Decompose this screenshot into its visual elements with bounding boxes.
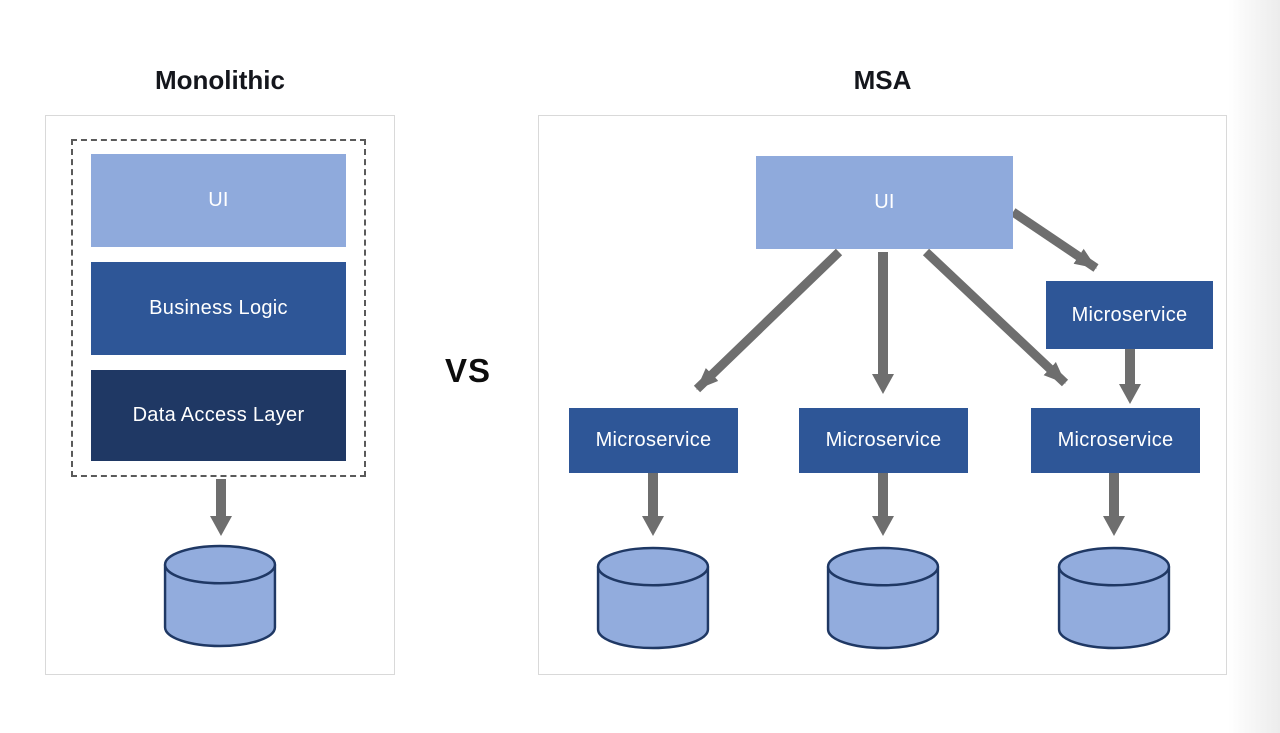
down-arrow-microservice-3-to-db <box>1103 473 1125 536</box>
down-arrow-microservice-1-to-db <box>642 473 664 536</box>
msa-title: MSA <box>853 65 912 95</box>
layer-data-access-label: Data Access Layer <box>132 404 305 426</box>
layer-business-logic-label: Business Logic <box>149 297 288 319</box>
monolithic-panel: UI Business Logic Data Access Layer <box>45 115 395 675</box>
msa-ui-box: UI <box>756 156 1013 249</box>
microservice-label-1: Microservice <box>595 429 712 451</box>
layer-data-access: Data Access Layer <box>91 370 346 461</box>
diagonal-arrow-ui-to-microservice-4 <box>1010 208 1099 272</box>
microservice-box-2: Microservice <box>799 408 968 473</box>
msa-ui-label: UI <box>874 191 895 213</box>
layer-ui-label: UI <box>208 189 229 211</box>
diagonal-arrow-ui-to-microservice-3 <box>922 248 1069 387</box>
down-arrow-microservice-2-to-db <box>872 473 894 536</box>
microservice-label-4: Microservice <box>1071 303 1188 326</box>
database-icon <box>163 544 277 648</box>
right-edge-gradient <box>1228 0 1280 733</box>
down-arrow-ui-to-microservice-2 <box>872 252 894 394</box>
layer-business-logic: Business Logic <box>91 262 346 355</box>
microservice-box-4: Microservice <box>1046 281 1213 349</box>
microservice-box-3: Microservice <box>1031 408 1200 473</box>
diagonal-arrow-ui-to-microservice-1 <box>693 248 843 393</box>
layer-ui: UI <box>91 154 346 247</box>
monolithic-title: Monolithic <box>155 65 285 95</box>
vs-label: VS <box>444 352 492 389</box>
monolith-boundary: UI Business Logic Data Access Layer <box>71 139 366 477</box>
database-icon <box>826 546 940 650</box>
database-icon <box>1057 546 1171 650</box>
down-arrow-icon <box>210 479 232 536</box>
microservice-label-3: Microservice <box>1057 429 1174 451</box>
database-icon <box>596 546 710 650</box>
down-arrow-microservice-4-to-3 <box>1119 349 1141 404</box>
microservice-box-1: Microservice <box>569 408 738 473</box>
microservice-label-2: Microservice <box>825 429 942 451</box>
msa-panel: UI Microservice Microservice Microservic… <box>538 115 1227 675</box>
